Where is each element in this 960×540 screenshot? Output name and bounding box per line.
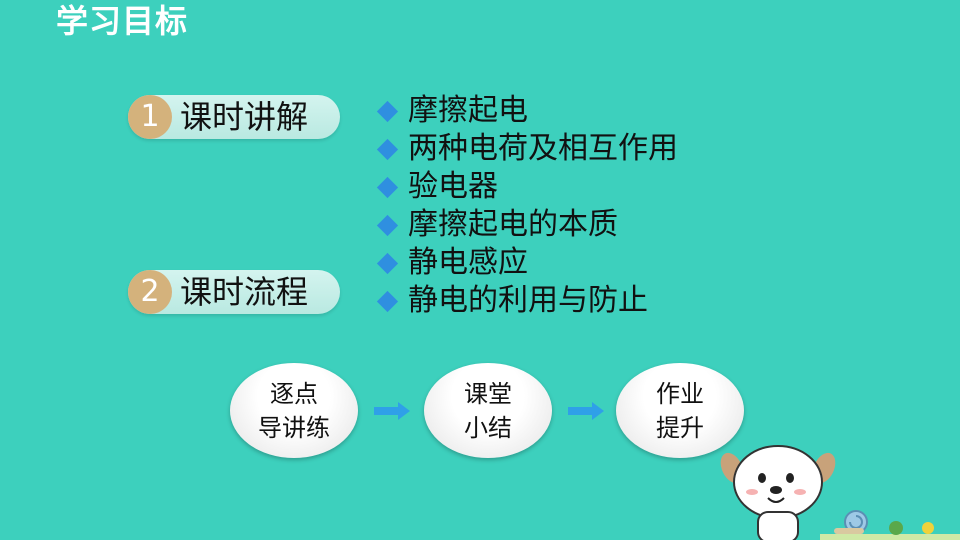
section-label: 课时讲解 xyxy=(180,98,309,136)
flow-step-line: 逐点 xyxy=(270,379,318,408)
topic-text: 摩擦起电的本质 xyxy=(408,207,618,242)
diamond-icon xyxy=(376,100,399,122)
diamond-icon xyxy=(376,138,399,160)
diamond-icon xyxy=(376,252,399,274)
arrow-right-icon xyxy=(374,402,410,420)
topic-text: 摩擦起电 xyxy=(408,93,528,128)
flow-step-practice[interactable]: 逐点导讲练 xyxy=(230,363,358,458)
diamond-icon xyxy=(376,176,399,198)
topic-list: 摩擦起电 两种电荷及相互作用 验电器 摩擦起电的本质 静电感应 静电的利用与防止 xyxy=(374,92,678,320)
cartoon-dog-icon xyxy=(720,445,836,540)
flow-step-line: 小结 xyxy=(464,413,512,442)
topic-item[interactable]: 摩擦起电 xyxy=(374,92,678,130)
topic-item[interactable]: 摩擦起电的本质 xyxy=(374,206,678,244)
flow-step-line: 作业 xyxy=(656,379,704,408)
topic-item[interactable]: 验电器 xyxy=(374,168,678,206)
snail-decoration-icon xyxy=(820,510,960,540)
flow-step-line: 课堂 xyxy=(464,379,512,408)
topic-text: 两种电荷及相互作用 xyxy=(408,131,678,166)
topic-item[interactable]: 静电感应 xyxy=(374,244,678,282)
topic-text: 验电器 xyxy=(408,169,498,204)
flow-step-line: 导讲练 xyxy=(258,413,330,442)
diamond-icon xyxy=(376,214,399,236)
section-number-badge: 1 xyxy=(128,95,172,139)
diamond-icon xyxy=(376,290,399,312)
section-pill-lecture[interactable]: 1 课时讲解 xyxy=(128,95,340,139)
section-pill-process[interactable]: 2 课时流程 xyxy=(128,270,340,314)
flow-step-summary[interactable]: 课堂小结 xyxy=(424,363,552,458)
arrow-right-icon xyxy=(568,402,604,420)
flow-step-line: 提升 xyxy=(656,413,704,442)
page-title: 学习目标 xyxy=(56,2,189,40)
topic-text: 静电的利用与防止 xyxy=(408,283,648,318)
section-number-badge: 2 xyxy=(128,270,172,314)
topic-item[interactable]: 静电的利用与防止 xyxy=(374,282,678,320)
flow-step-homework[interactable]: 作业提升 xyxy=(616,363,744,458)
topic-text: 静电感应 xyxy=(408,245,528,280)
section-label: 课时流程 xyxy=(180,273,309,311)
topic-item[interactable]: 两种电荷及相互作用 xyxy=(374,130,678,168)
